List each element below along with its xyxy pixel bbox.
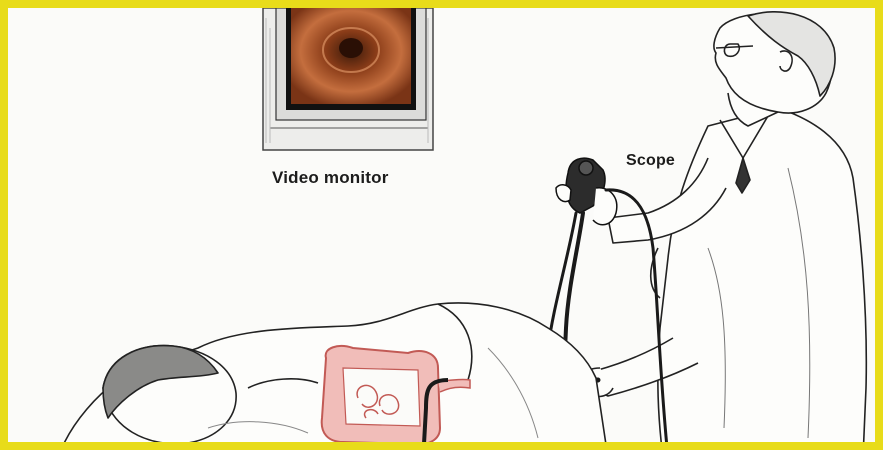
scope-control-knob <box>579 161 593 175</box>
video-monitor-label: Video monitor <box>272 168 389 188</box>
doctor <box>579 12 866 450</box>
scope-label: Scope <box>626 152 675 170</box>
scope-handle <box>556 158 617 225</box>
illustration-drawing <box>8 8 883 450</box>
left-hand <box>556 185 571 202</box>
lumen-center <box>339 38 363 58</box>
video-monitor <box>263 8 433 150</box>
holding-hand <box>593 188 617 225</box>
doctor-lab-coat <box>658 108 866 450</box>
